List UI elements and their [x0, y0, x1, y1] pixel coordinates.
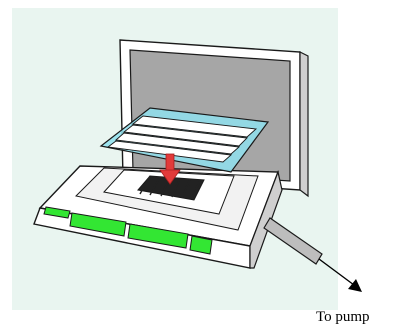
pump-tube	[263, 217, 323, 265]
slide-channels	[106, 115, 258, 163]
control-button-wide-1	[69, 212, 127, 237]
slide-channel	[114, 132, 241, 155]
control-button-wide-2	[127, 223, 189, 249]
slide-channel	[122, 124, 248, 147]
chip-grid-lines	[139, 176, 204, 195]
chip-line	[139, 188, 197, 195]
chip-line	[147, 179, 203, 185]
control-button-small	[43, 206, 71, 219]
slide-channel	[106, 140, 233, 163]
chip-line	[141, 185, 199, 191]
slide-channel	[131, 115, 258, 138]
pump-arrowhead-icon	[348, 279, 362, 292]
control-button-end	[189, 235, 213, 255]
control-buttons	[43, 206, 213, 255]
lid-frame-edge	[299, 51, 309, 198]
pump-line	[318, 258, 355, 286]
chip-line	[144, 182, 201, 188]
down-arrow-icon	[159, 153, 181, 185]
to-pump-label: To pump	[316, 309, 370, 325]
